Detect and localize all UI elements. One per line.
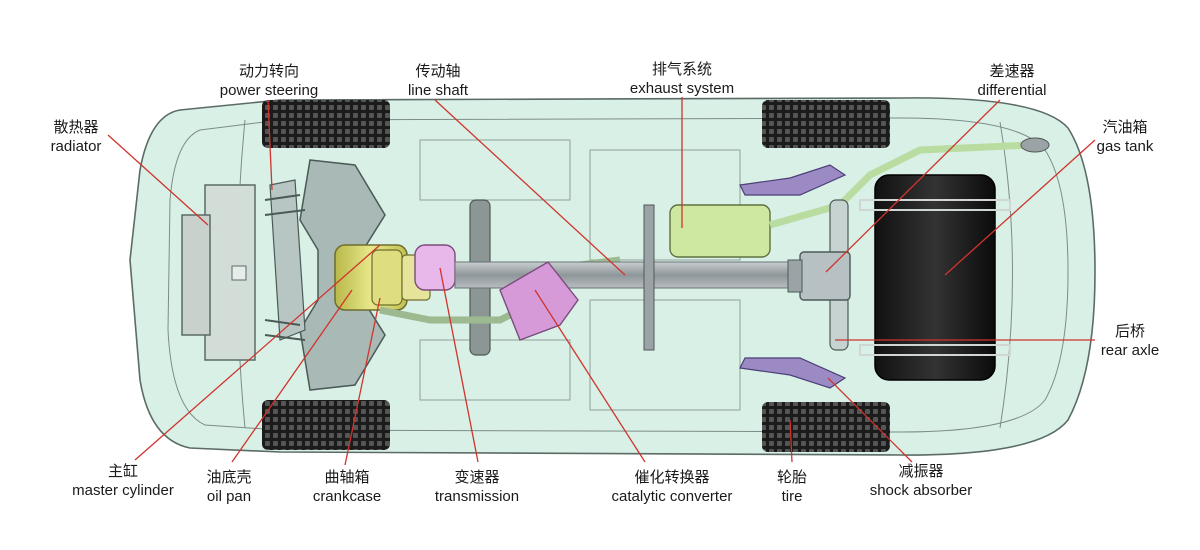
label-shock-absorber: 减振器 shock absorber: [858, 462, 984, 500]
floor-panel-mid-bottom: [419, 339, 571, 401]
shock-absorber: [739, 357, 847, 389]
crankcase: [371, 249, 403, 306]
transmission: [414, 244, 456, 291]
power-steering-rack: [269, 179, 306, 341]
leader-radiator: [107, 134, 209, 226]
exhaust-system-zh: 排气系统: [651, 60, 712, 78]
rear-window-line: [999, 121, 1013, 429]
rear-left-tire: [762, 100, 890, 148]
gas-tank-zh: 汽油箱: [1102, 118, 1148, 136]
label-radiator: 散热器 radiator: [36, 118, 116, 156]
label-line-shaft: 传动轴 line shaft: [392, 62, 484, 100]
leader-differential: [825, 99, 1001, 273]
tail-pipe-tip: [1020, 137, 1050, 153]
leader-oil-pan: [231, 289, 353, 463]
radiator: [181, 214, 211, 336]
drive-shaft: [454, 261, 801, 289]
floor-panel-right: [589, 299, 741, 411]
gas-tank-strap-bottom: [859, 344, 1011, 356]
rear-suspension-top: [739, 164, 847, 196]
differential-en: differential: [977, 82, 1047, 99]
crankcase-en: crankcase: [312, 488, 382, 505]
radiator-zh: 散热器: [53, 118, 99, 136]
leader-gas-tank: [944, 139, 1096, 276]
gas-tank: [874, 174, 996, 381]
transmission-en: transmission: [434, 488, 520, 505]
power-steering-zh: 动力转向: [238, 62, 299, 80]
pinion-flange: [787, 259, 803, 293]
label-exhaust-system: 排气系统 exhaust system: [615, 60, 749, 98]
differential: [799, 251, 851, 301]
steering-linkage: [264, 194, 306, 341]
label-power-steering: 动力转向 power steering: [207, 62, 331, 100]
label-oil-pan: 油底壳 oil pan: [192, 468, 266, 506]
center-bearing: [643, 204, 655, 351]
leader-shock-absorber: [827, 377, 913, 463]
oil-pan-en: oil pan: [206, 488, 252, 505]
rear-axle-zh: 后桥: [1114, 322, 1145, 340]
line-shaft-zh: 传动轴: [415, 62, 461, 80]
rear-axle-en: rear axle: [1100, 342, 1160, 359]
transmission-zh: 变速器: [454, 468, 500, 486]
label-transmission: 变速器 transmission: [422, 468, 532, 506]
label-differential: 差速器 differential: [960, 62, 1064, 100]
leader-crankcase: [344, 297, 381, 466]
oil-pan-zh: 油底壳: [206, 468, 252, 486]
gas-tank-en: gas tank: [1096, 138, 1154, 155]
differential-zh: 差速器: [989, 62, 1035, 80]
label-crankcase: 曲轴箱 crankcase: [302, 468, 392, 506]
catalytic-converter: [499, 261, 579, 341]
leader-catalytic-converter: [534, 289, 646, 463]
leader-lines: [107, 97, 1096, 466]
tail-pipe: [769, 141, 1031, 229]
muffler: [669, 204, 771, 258]
floor-panel-mid-top: [419, 139, 571, 201]
leader-power-steering: [267, 99, 273, 191]
shock-absorber-zh: 减振器: [898, 462, 944, 480]
line-shaft-en: line shaft: [407, 82, 469, 99]
gas-tank-strap-top: [859, 199, 1011, 211]
tire-zh: 轮胎: [776, 468, 807, 486]
label-tire: 轮胎 tire: [764, 468, 820, 506]
leader-tire: [789, 419, 793, 463]
label-master-cylinder: 主缸 master cylinder: [58, 462, 188, 500]
master-cylinder-zh: 主缸: [107, 462, 138, 480]
catalytic-converter-zh: 催化转换器: [634, 468, 710, 486]
shock-absorber-en: shock absorber: [869, 482, 973, 499]
exhaust-system-en: exhaust system: [629, 80, 735, 97]
radiator-cap: [231, 265, 247, 281]
leader-line-shaft: [434, 99, 626, 276]
radiator-en: radiator: [50, 138, 102, 155]
crankcase-zh: 曲轴箱: [324, 468, 370, 486]
front-right-tire: [262, 400, 390, 450]
rear-right-tire: [762, 402, 890, 452]
radiator-frame: [204, 184, 256, 361]
label-gas-tank: 汽油箱 gas tank: [1085, 118, 1165, 156]
front-left-tire: [262, 100, 390, 148]
master-cylinder-en: master cylinder: [72, 482, 174, 499]
label-catalytic-converter: 催化转换器 catalytic converter: [590, 468, 754, 506]
tire-en: tire: [781, 488, 803, 505]
leader-master-cylinder: [134, 244, 381, 461]
catalytic-converter-en: catalytic converter: [611, 488, 733, 505]
leader-transmission: [439, 267, 479, 463]
label-rear-axle: 后桥 rear axle: [1088, 322, 1172, 360]
power-steering-en: power steering: [219, 82, 319, 99]
